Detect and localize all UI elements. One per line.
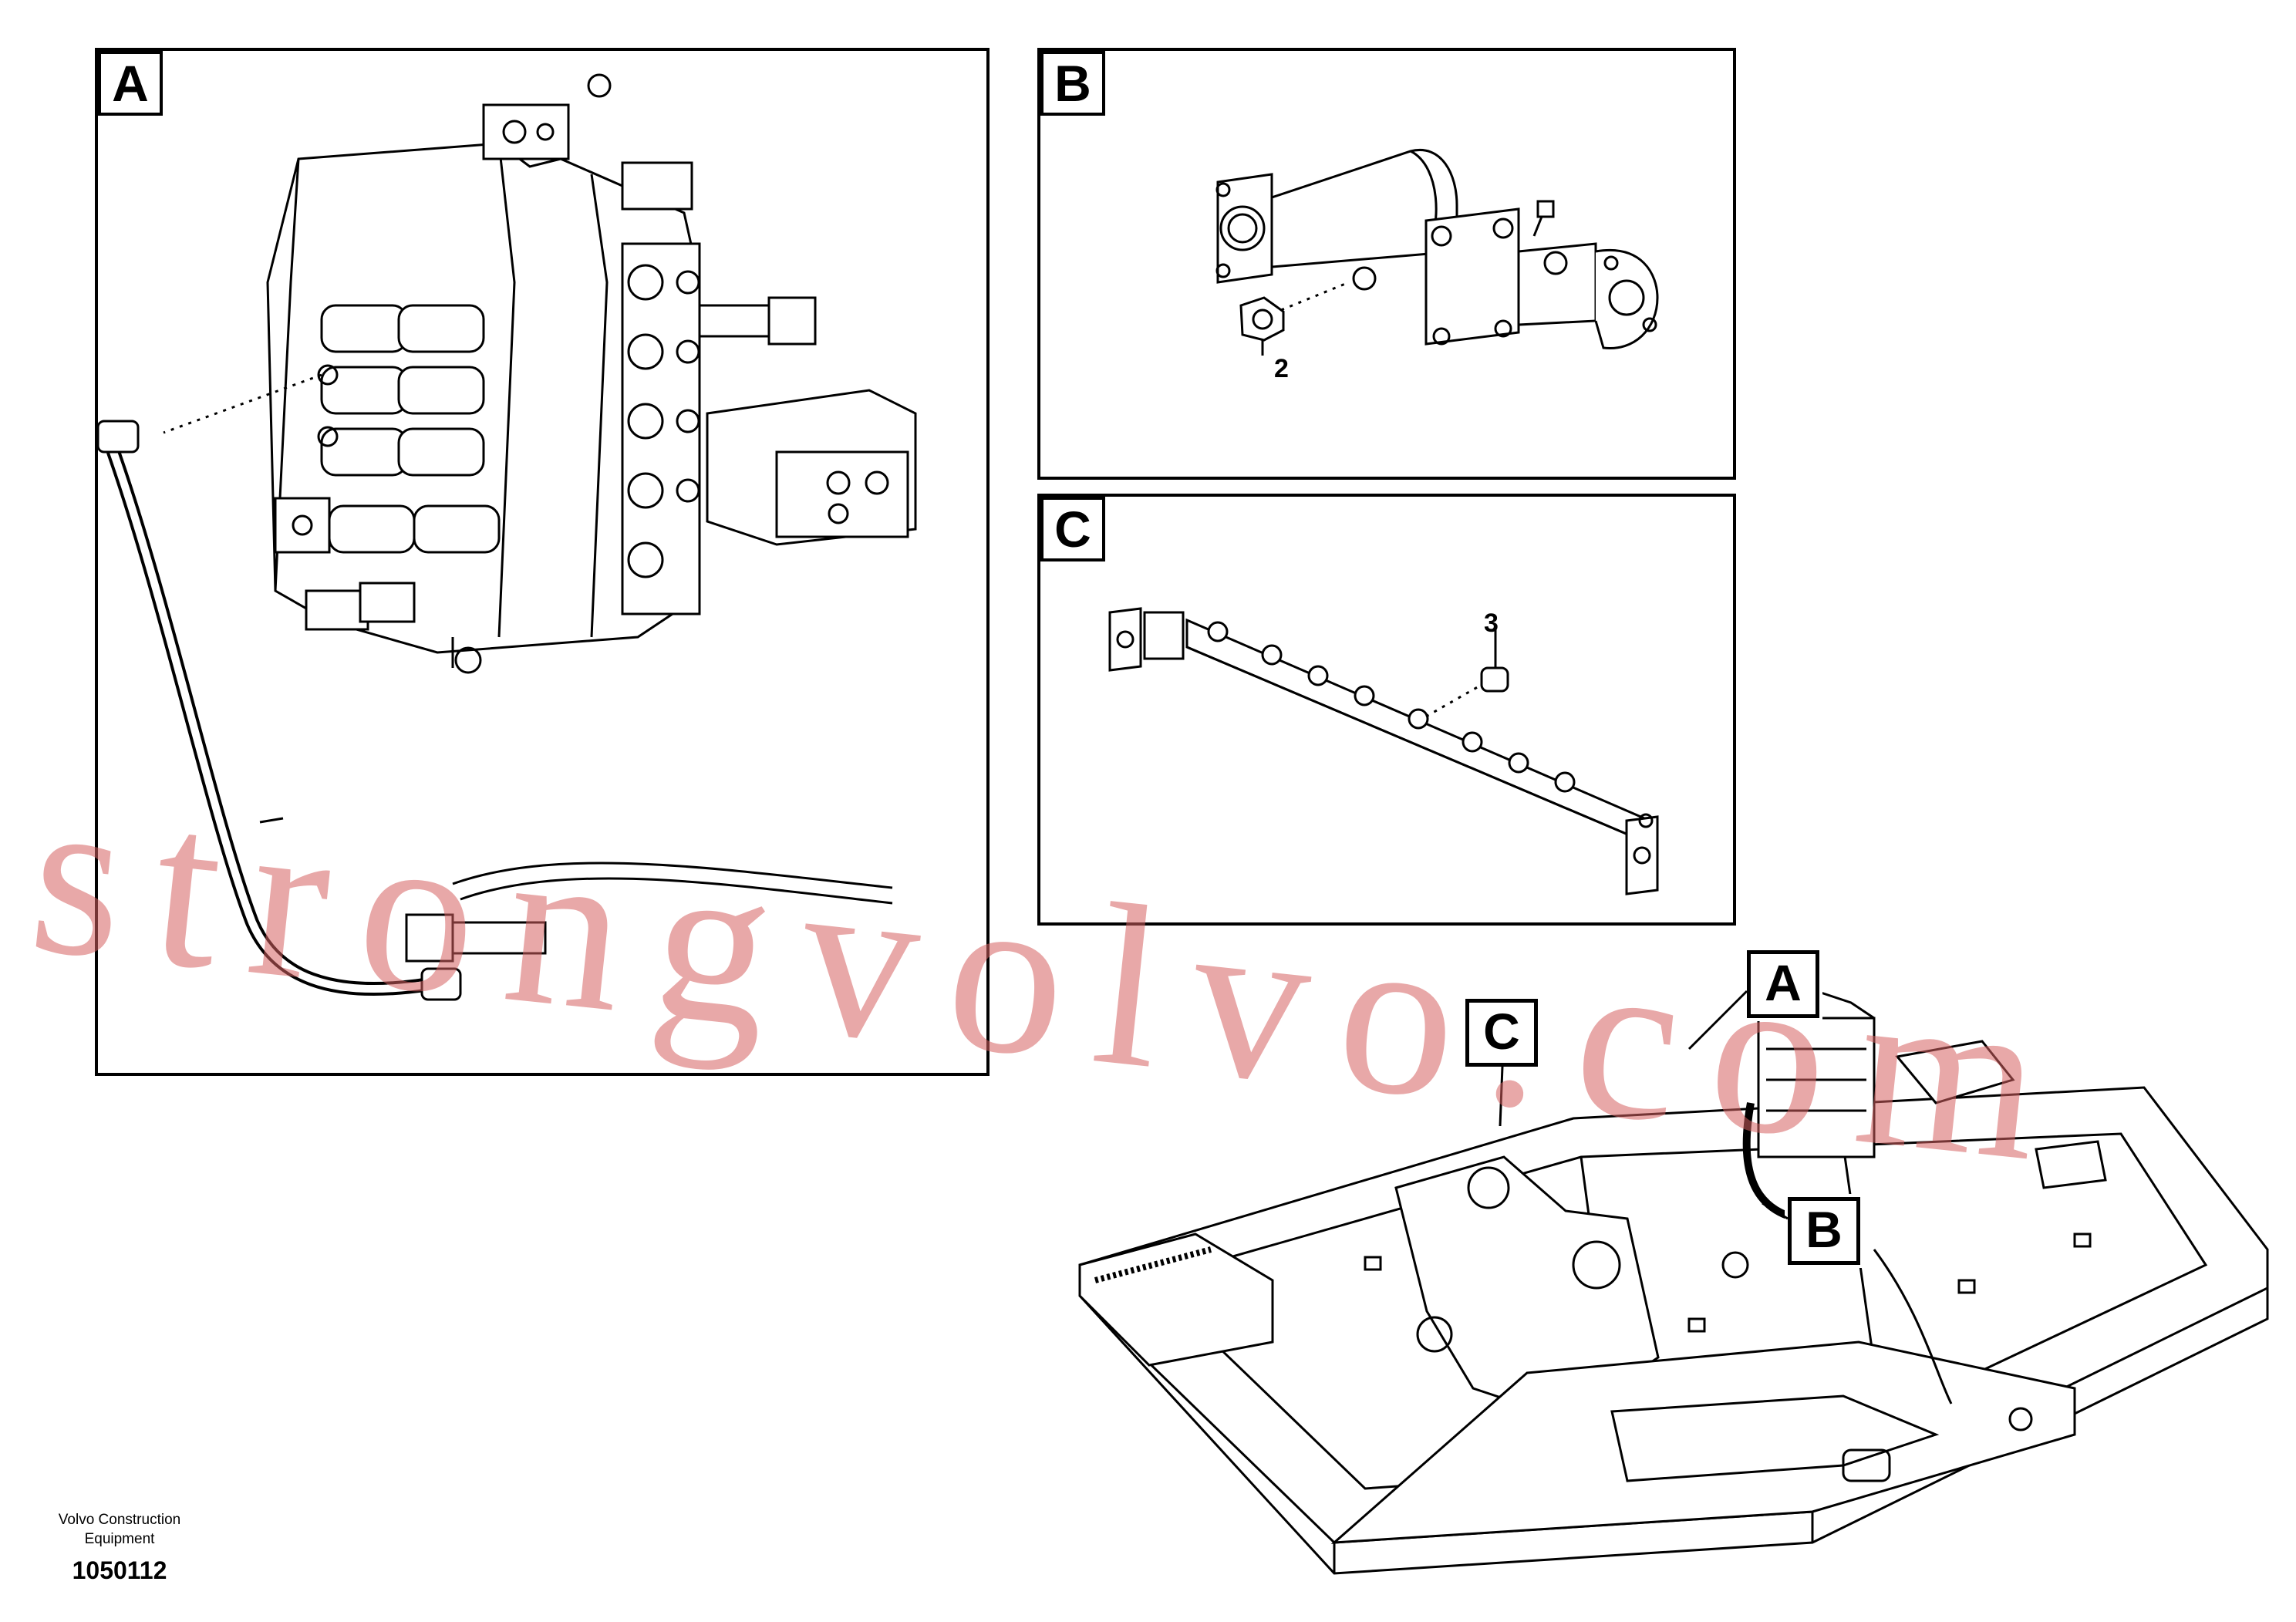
upperframe-overview-drawing xyxy=(1078,986,2269,1575)
part-number-3: 3 xyxy=(1484,609,1499,638)
panel-c-label: C xyxy=(1040,497,1105,561)
detail-panel-a: A xyxy=(95,48,990,1076)
panel-b-label: B xyxy=(1040,51,1105,116)
pipe-fitting-drawing xyxy=(1215,149,1659,356)
panel-a-label: A xyxy=(98,51,163,116)
callout-a: A xyxy=(1747,950,1819,1018)
footer: Volvo Construction Equipment 1050112 xyxy=(46,1510,193,1586)
drawing-number: 1050112 xyxy=(72,1556,167,1584)
manifold-bar-drawing xyxy=(1108,607,1659,895)
detail-panel-b: B 2 xyxy=(1037,48,1736,480)
callout-c: C xyxy=(1465,999,1538,1067)
brand-label: Volvo Construction Equipment xyxy=(58,1512,181,1547)
detail-panel-c: C 3 xyxy=(1037,494,1736,926)
callout-b: B xyxy=(1788,1197,1860,1265)
control-valve-drawing xyxy=(98,73,917,1001)
part-number-2: 2 xyxy=(1274,354,1289,383)
